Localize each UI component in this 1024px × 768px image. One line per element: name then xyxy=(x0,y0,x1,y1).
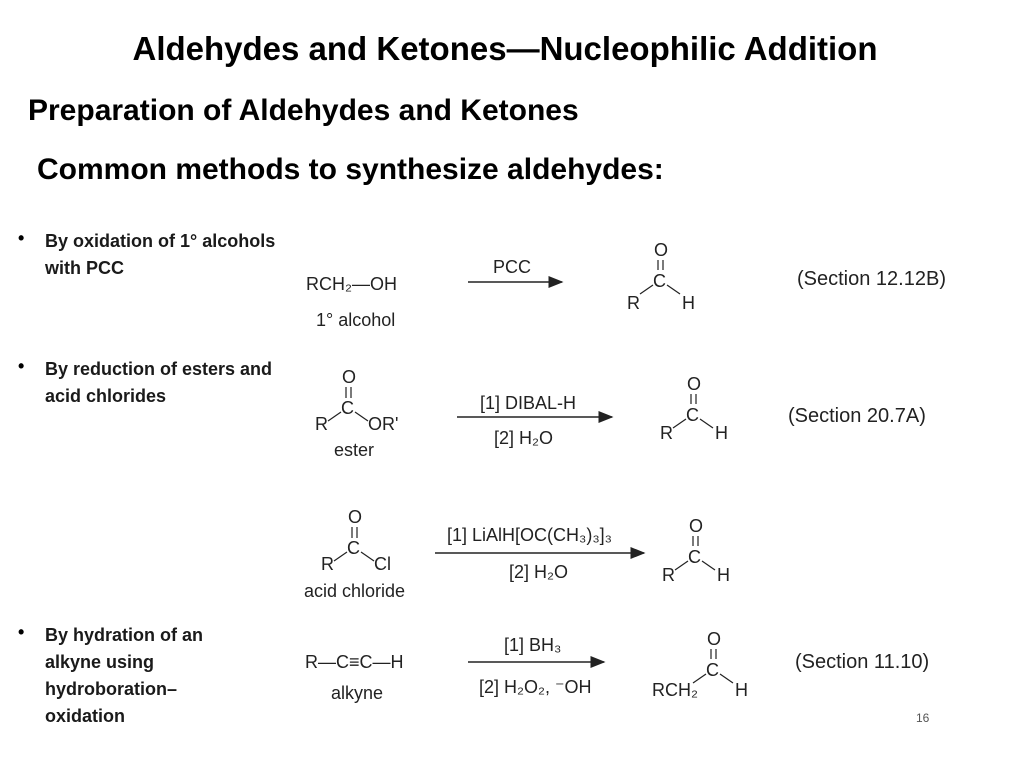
svg-text:OR': OR' xyxy=(368,414,398,434)
reagent-label: [2] H₂O₂, ⁻OH xyxy=(479,677,592,697)
aldehyde-product: O C R H xyxy=(660,374,728,443)
slide-subtitle: Preparation of Aldehydes and Ketones xyxy=(28,94,579,127)
svg-text:R: R xyxy=(321,554,334,574)
reagent-label: [1] BH₃ xyxy=(504,635,561,655)
svg-text:C: C xyxy=(341,398,354,418)
svg-text:H: H xyxy=(682,293,695,313)
reagent-label: [2] H₂O xyxy=(509,562,568,582)
page-number: 16 xyxy=(916,711,930,725)
reagent-label: [1] DIBAL-H xyxy=(480,393,576,413)
bullet-icon: • xyxy=(18,228,25,248)
bullet-icon: • xyxy=(18,356,25,376)
svg-text:C: C xyxy=(686,405,699,425)
svg-text:O: O xyxy=(687,374,701,394)
bullet-icon: • xyxy=(18,622,25,642)
slide-subheading: Common methods to synthesize aldehydes: xyxy=(37,153,664,186)
reaction-1: RCH₂—OH 1° alcohol PCC O C R H xyxy=(306,240,695,330)
section-reference: (Section 20.7A) xyxy=(788,405,926,427)
reagent-label: PCC xyxy=(493,257,531,277)
svg-text:C: C xyxy=(653,271,666,291)
section-reference: (Section 12.12B) xyxy=(797,268,946,290)
ester-structure: O C R OR' xyxy=(315,367,398,434)
reaction-4: R—C≡C—H alkyne [1] BH₃ [2] H₂O₂, ⁻OH O C… xyxy=(305,629,748,703)
alkyne-name: alkyne xyxy=(331,683,383,703)
svg-text:H: H xyxy=(715,423,728,443)
acid-chloride-name: acid chloride xyxy=(304,581,405,601)
svg-text:C: C xyxy=(706,660,719,680)
reagent-label: [1] LiAlH[OC(CH₃)₃]₃ xyxy=(447,525,612,545)
alcohol-formula: RCH₂—OH xyxy=(306,274,397,294)
svg-text:O: O xyxy=(654,240,668,260)
svg-text:R: R xyxy=(627,293,640,313)
svg-text:H: H xyxy=(735,680,748,700)
svg-text:Cl: Cl xyxy=(374,554,391,574)
aldehyde-product: O C RCH₂ H xyxy=(652,629,748,700)
svg-text:R: R xyxy=(315,414,328,434)
svg-text:R: R xyxy=(662,565,675,585)
svg-text:O: O xyxy=(348,507,362,527)
section-reference: (Section 11.10) xyxy=(795,651,930,673)
svg-text:C: C xyxy=(688,547,701,567)
svg-text:R: R xyxy=(660,423,673,443)
alkyne-formula: R—C≡C—H xyxy=(305,652,404,672)
ester-name: ester xyxy=(334,440,374,460)
svg-text:O: O xyxy=(707,629,721,649)
svg-text:O: O xyxy=(342,367,356,387)
svg-text:H: H xyxy=(717,565,730,585)
reaction-2: O C R OR' ester [1] DIBAL-H [2] H₂O O C … xyxy=(315,367,728,460)
svg-text:RCH₂: RCH₂ xyxy=(652,680,698,700)
acid-chloride-structure: O C R Cl xyxy=(321,507,391,574)
aldehyde-product: O C R H xyxy=(627,240,695,313)
bullet-text: By oxidation of 1° alcohols with PCC xyxy=(45,231,276,278)
aldehyde-product: O C R H xyxy=(662,516,730,585)
slide-title: Aldehydes and Ketones—Nucleophilic Addit… xyxy=(132,30,878,67)
svg-text:O: O xyxy=(689,516,703,536)
reagent-label: [2] H₂O xyxy=(494,428,553,448)
bullet-text: By reduction of esters and acid chloride… xyxy=(45,359,273,406)
reaction-3: O C R Cl acid chloride [1] LiAlH[OC(CH₃)… xyxy=(304,507,730,601)
alcohol-name: 1° alcohol xyxy=(316,310,395,330)
svg-text:C: C xyxy=(347,538,360,558)
bullet-text: By hydration of an alkyne using hydrobor… xyxy=(45,625,204,726)
